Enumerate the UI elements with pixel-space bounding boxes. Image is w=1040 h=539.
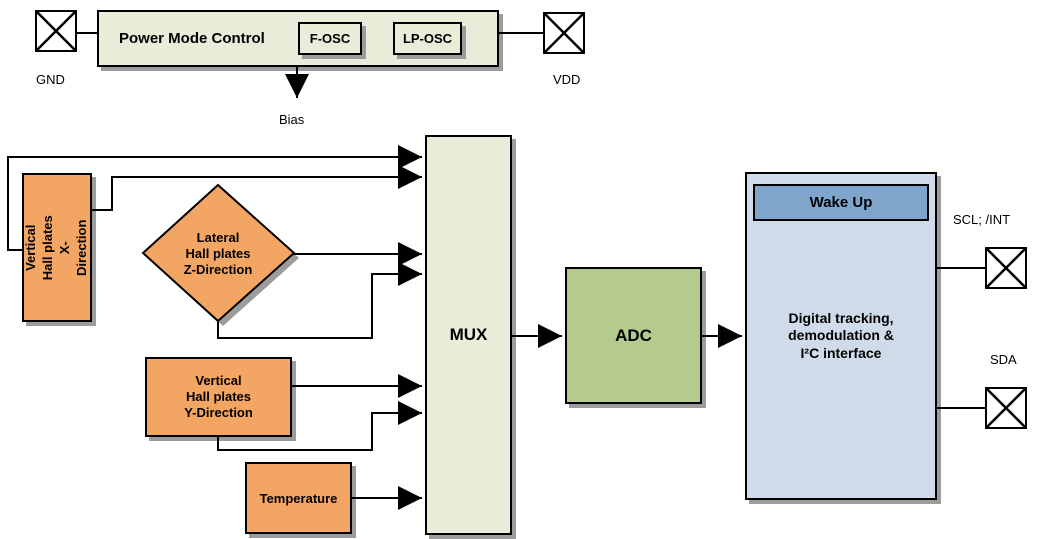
mux-label: MUX [449, 325, 488, 344]
hall-y-block: Vertical Hall plates Y-Direction [145, 357, 292, 437]
bias-label: Bias [279, 112, 305, 127]
scl-pad [985, 247, 1027, 289]
wake-up-block: Wake Up [753, 184, 929, 221]
pad-x-icon [545, 14, 583, 52]
hall-x-label: Vertical Hall plates X-Direction [23, 214, 89, 281]
gnd-pad [35, 10, 77, 52]
sda-label: SDA [990, 352, 1017, 367]
hall-z-label: Lateral Hall plates Z-Direction [183, 229, 253, 278]
pad-x-icon [37, 12, 75, 50]
power-mode-control-label: Power Mode Control [119, 30, 265, 47]
scl-label: SCL; /INT [953, 212, 1011, 227]
vdd-pad [543, 12, 585, 54]
sda-pad [985, 387, 1027, 429]
adc-block: ADC [565, 267, 702, 404]
pad-x-icon [987, 389, 1025, 427]
gnd-label: GND [36, 72, 65, 87]
lp-osc-block: LP-OSC [393, 22, 462, 55]
hall-x-block: Vertical Hall plates X-Direction [22, 173, 92, 322]
hall-y-label: Vertical Hall plates Y-Direction [184, 372, 253, 421]
vdd-label: VDD [553, 72, 581, 87]
mux-block: MUX [425, 135, 512, 535]
pad-x-icon [987, 249, 1025, 287]
temperature-block: Temperature [245, 462, 352, 534]
digital-block: Digital tracking, demodulation & I²C int… [745, 172, 937, 500]
temperature-label: Temperature [259, 490, 338, 506]
adc-label: ADC [615, 325, 652, 345]
f-osc-label: F-OSC [309, 31, 351, 46]
f-osc-block: F-OSC [298, 22, 362, 55]
lp-osc-label: LP-OSC [402, 31, 453, 46]
wake-up-label: Wake Up [809, 194, 873, 211]
digital-label: Digital tracking, demodulation & I²C int… [788, 309, 894, 361]
